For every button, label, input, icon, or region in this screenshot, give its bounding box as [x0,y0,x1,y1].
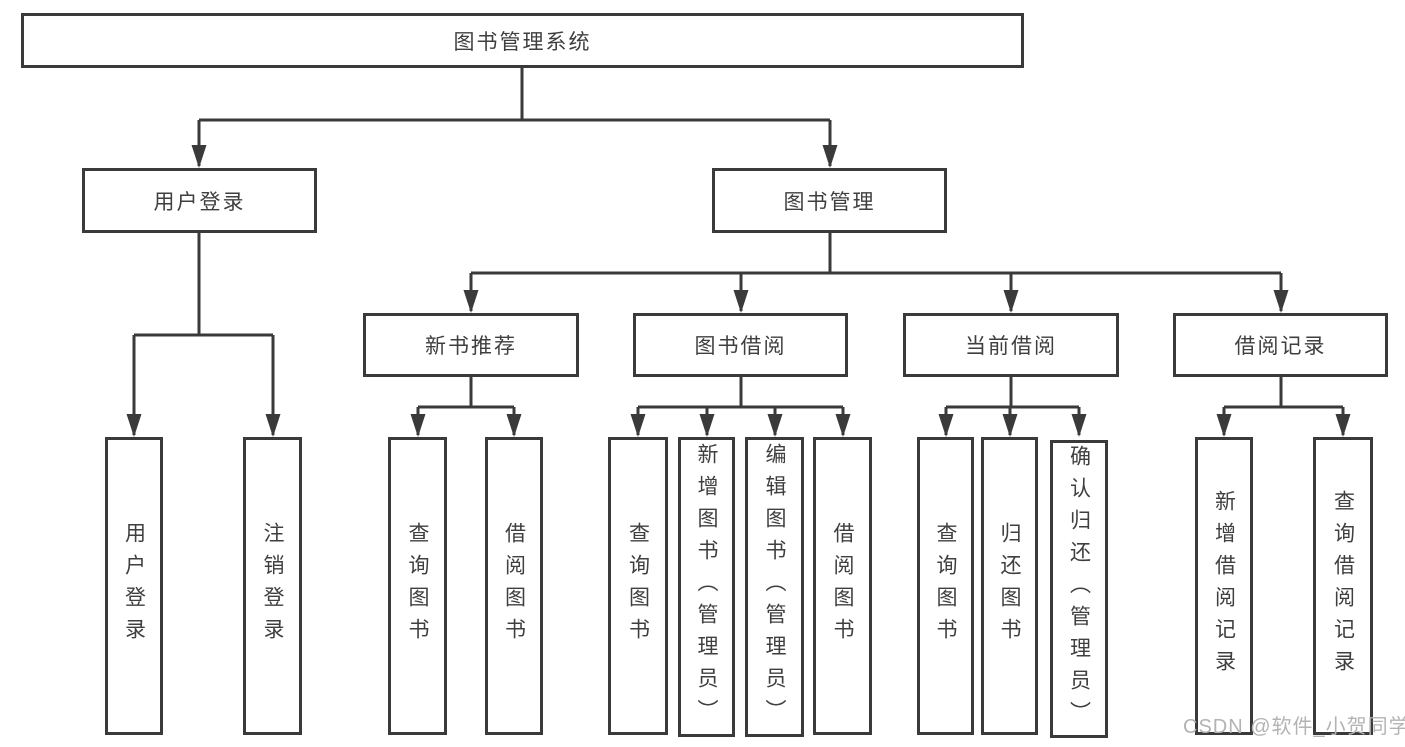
node-book-borrowing: 图书借阅 [633,313,848,377]
node-label: 用户登录 [122,522,146,650]
leaf-query-books-borrowing: 查询图书 [608,437,668,735]
tree-edges [132,68,1345,435]
node-root: 图书管理系统 [21,13,1024,68]
node-book-management: 图书管理 [712,168,947,233]
leaf-query-books-current: 查询图书 [917,437,974,735]
leaf-user-login: 用户登录 [105,437,163,735]
node-label: 借阅记录 [1234,335,1327,358]
node-label: 注销登录 [261,522,284,650]
leaf-borrow-books-recommend: 借阅图书 [485,437,543,735]
leaf-query-books-recommend: 查询图书 [388,437,447,735]
node-label: 确认归还（管理员） [1067,445,1091,733]
node-new-book-recommend: 新书推荐 [363,313,579,377]
node-label: 借阅图书 [831,522,854,650]
node-label: 查询借阅记录 [1331,490,1355,682]
node-label: 查询图书 [934,522,957,650]
leaf-edit-books-admin: 编辑图书（管理员） [745,437,804,737]
node-label: 归还图书 [998,522,1021,650]
node-borrow-records: 借阅记录 [1173,313,1388,377]
leaf-query-borrow-record: 查询借阅记录 [1313,437,1373,735]
node-label: 新增借阅记录 [1212,490,1236,682]
node-user-login: 用户登录 [82,168,317,233]
node-current-borrowing: 当前借阅 [903,313,1119,377]
leaf-borrow-books: 借阅图书 [813,437,872,735]
node-label: 图书管理 [783,190,876,214]
node-label: 编辑图书（管理员） [763,443,786,731]
node-label: 当前借阅 [965,335,1057,358]
leaf-add-books-admin: 新增图书（管理员） [678,437,735,737]
node-label: 新书推荐 [425,335,517,358]
node-label: 查询图书 [406,522,429,650]
node-label: 新增图书（管理员） [695,443,718,731]
arrowheads [126,145,1351,437]
leaf-return-books: 归还图书 [981,437,1038,735]
node-label: 借阅图书 [502,522,526,650]
leaf-confirm-return-admin: 确认归还（管理员） [1050,440,1108,738]
leaf-logout: 注销登录 [243,437,302,735]
node-label: 用户登录 [153,190,246,214]
node-label: 查询图书 [626,522,650,650]
node-label: 图书借阅 [694,335,787,358]
leaf-add-borrow-record: 新增借阅记录 [1195,437,1253,735]
node-label: 图书管理系统 [453,30,592,54]
csdn-watermark: CSDN @软件_小贺同学 [1183,716,1405,738]
